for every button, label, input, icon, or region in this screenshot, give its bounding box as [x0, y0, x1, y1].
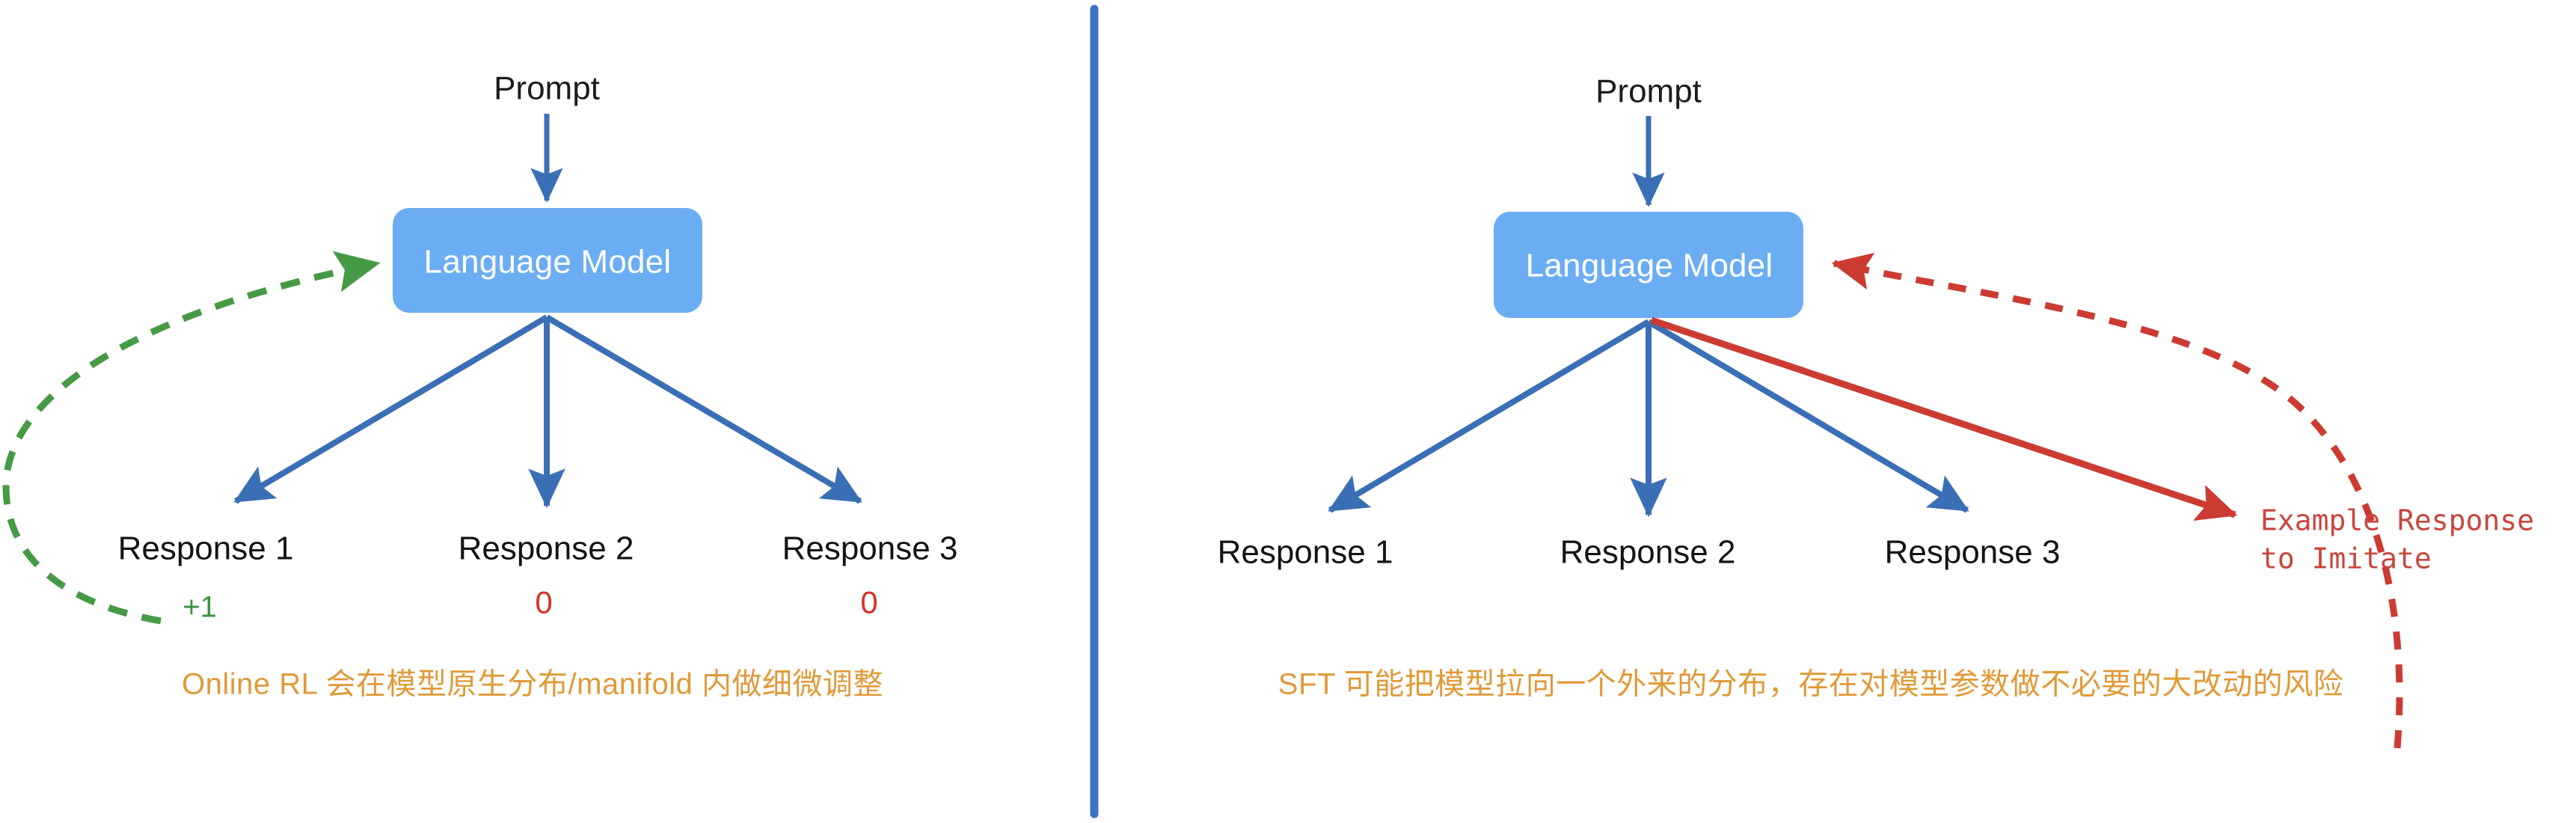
right-model-to-example-arrow — [1650, 316, 2238, 521]
left-model-to-response-1-arrow — [233, 314, 549, 504]
right-prompt-label: Prompt — [1595, 73, 1702, 110]
left-language-model-box[interactable] — [393, 208, 702, 313]
example-response-to-imitate-label: Example Response to Imitate — [2260, 502, 2534, 579]
left-response-3-label: Response 3 — [782, 530, 958, 567]
left-response-3-score: 0 — [860, 584, 878, 620]
left-response-2-label: Response 2 — [458, 530, 634, 567]
example-response-line-2: to Imitate — [2260, 542, 2432, 575]
right-panel-caption: SFT 可能把模型拉向一个外来的分布，存在对模型参数做不必要的大改动的风险 — [1278, 667, 2344, 701]
left-panel-caption: Online RL 会在模型原生分布/manifold 内做细微调整 — [182, 667, 883, 701]
right-model-to-response-3-arrow — [1646, 319, 1969, 513]
right-language-model-box[interactable] — [1494, 212, 1803, 318]
right-response-1-label: Response 1 — [1217, 533, 1393, 571]
left-response-1-label: Response 1 — [117, 530, 294, 567]
right-response-3-label: Response 3 — [1884, 533, 2061, 571]
left-response-1-score: +1 — [183, 590, 217, 624]
left-model-to-response-3-arrow — [545, 314, 862, 504]
right-language-model-label: Language Model — [1525, 247, 1773, 284]
left-reward-feedback-arrow — [2, 251, 381, 625]
right-model-to-response-1-arrow — [1328, 319, 1651, 513]
left-language-model-label: Language Model — [423, 243, 672, 281]
example-response-line-1: Example Response — [2260, 504, 2535, 537]
left-response-2-score: 0 — [535, 584, 553, 620]
right-response-2-label: Response 2 — [1560, 533, 1736, 571]
left-prompt-label: Prompt — [494, 70, 600, 107]
right-imitation-feedback-arrow — [1831, 252, 2403, 749]
